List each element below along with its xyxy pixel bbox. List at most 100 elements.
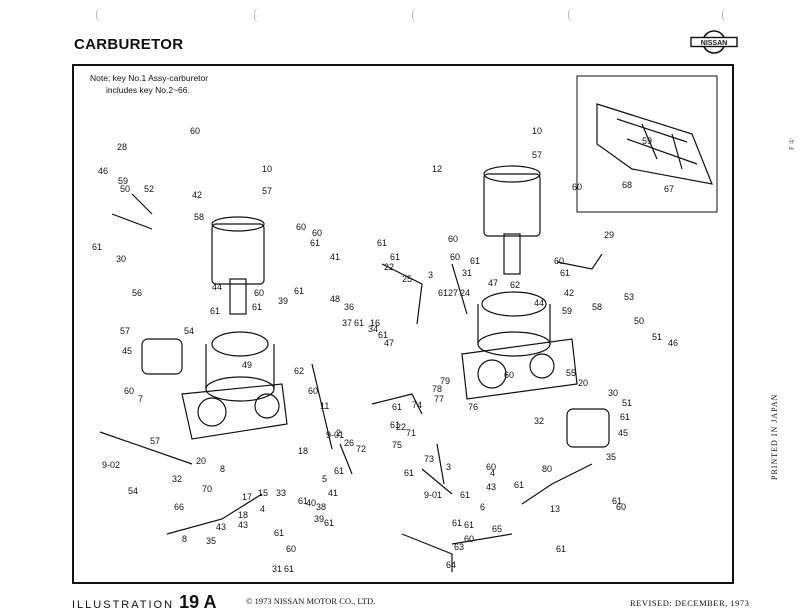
part-callout: 61 — [438, 288, 448, 298]
part-callout: 60 — [464, 534, 474, 544]
part-callout: 78 — [432, 384, 442, 394]
diagram-drawing — [99, 75, 718, 572]
part-callout: 60 — [448, 234, 458, 244]
part-callout: 27 — [448, 288, 458, 298]
part-callout: 18 — [298, 446, 308, 456]
part-callout: 61 — [378, 330, 388, 340]
part-callout: 49 — [242, 360, 252, 370]
float-chamber-right — [566, 408, 610, 448]
part-callout: 9-02 — [102, 460, 120, 470]
binder-hole — [96, 8, 107, 22]
part-callout: 29 — [604, 230, 614, 240]
illustration-label: ILLUSTRATION 19 A — [72, 592, 216, 613]
part-callout: 8 — [182, 534, 187, 544]
part-callout: 60 — [254, 288, 264, 298]
binder-hole — [722, 8, 733, 22]
part-callout: 59 — [118, 176, 128, 186]
part-callout: 30 — [608, 388, 618, 398]
part-callout: 20 — [578, 378, 588, 388]
part-callout: 80 — [542, 464, 552, 474]
part-callout: 68 — [622, 180, 632, 190]
note-line-1: Note; key No.1 Assy-carburetor — [90, 73, 209, 83]
part-callout: 43 — [486, 482, 496, 492]
part-callout: 60 — [308, 386, 318, 396]
part-callout: 17 — [242, 492, 252, 502]
binder-hole — [568, 8, 579, 22]
part-callout: 61 — [354, 318, 364, 328]
part-callout: 24 — [460, 288, 470, 298]
part-callout: 59 — [642, 136, 652, 146]
part-callout: 35 — [206, 536, 216, 546]
side-mark: F ① — [788, 138, 796, 150]
part-callout: 44 — [534, 298, 544, 308]
part-callout: 38 — [316, 502, 326, 512]
part-callout: 61 — [390, 420, 400, 430]
part-callout: 7 — [138, 394, 143, 404]
part-callout: 25 — [402, 274, 412, 284]
part-callout: 65 — [492, 524, 502, 534]
part-callout: 46 — [668, 338, 678, 348]
part-callout: 60 — [296, 222, 306, 232]
part-callout: 73 — [424, 454, 434, 464]
part-callout: 43 — [216, 522, 226, 532]
part-callout: 58 — [194, 212, 204, 222]
part-callout: 39 — [314, 514, 324, 524]
part-callout: 15 — [258, 488, 268, 498]
part-callout: 60 — [312, 228, 322, 238]
part-callout: 10 — [532, 126, 542, 136]
carb-body-right — [461, 338, 578, 400]
part-callout: 61 — [514, 480, 524, 490]
inset-box — [576, 75, 718, 213]
part-callout: 61 — [324, 518, 334, 528]
part-callout: 30 — [116, 254, 126, 264]
part-callout: 57 — [150, 436, 160, 446]
part-callout: 10 — [262, 164, 272, 174]
part-callout: 8 — [220, 464, 225, 474]
part-callout: 66 — [174, 502, 184, 512]
part-callout: 6 — [480, 502, 485, 512]
part-callout: 54 — [184, 326, 194, 336]
carb-body-left — [181, 383, 288, 440]
part-callout: 76 — [468, 402, 478, 412]
part-callout: 22 — [396, 422, 406, 432]
part-callout: 62 — [294, 366, 304, 376]
part-callout: 61 — [452, 518, 462, 528]
part-callout: 61 — [334, 466, 344, 476]
assembly-note: Note; key No.1 Assy-carburetor includes … — [90, 72, 208, 96]
nissan-logo: NISSAN — [690, 30, 738, 54]
part-callout: 51 — [652, 332, 662, 342]
part-callout: 61 — [460, 490, 470, 500]
part-callout: 61 — [92, 242, 102, 252]
part-callout: 72 — [356, 444, 366, 454]
part-callout: 60 — [124, 386, 134, 396]
part-callout: 57 — [262, 186, 272, 196]
part-callout: 62 — [510, 280, 520, 290]
part-callout: 32 — [534, 416, 544, 426]
part-callout: 79 — [440, 376, 450, 386]
part-callout: 61 — [392, 402, 402, 412]
part-callout: 60 — [450, 252, 460, 262]
part-callout: 47 — [488, 278, 498, 288]
illustration-number: 19 A — [179, 592, 217, 612]
part-callout: 5 — [322, 474, 327, 484]
part-callout: 28 — [117, 142, 127, 152]
part-callout: 58 — [592, 302, 602, 312]
part-callout: 18 — [238, 510, 248, 520]
part-callout: 43 — [238, 520, 248, 530]
part-callout: 9-01 — [424, 490, 442, 500]
illustration-word: ILLUSTRATION — [72, 599, 175, 611]
part-callout: 45 — [122, 346, 132, 356]
part-callout: 39 — [278, 296, 288, 306]
part-callout: 52 — [144, 184, 154, 194]
part-callout: 2 — [336, 428, 341, 438]
part-callout: 61 — [274, 528, 284, 538]
part-callout: 61 — [252, 302, 262, 312]
part-callout: 74 — [412, 400, 422, 410]
linkage-rod — [99, 431, 193, 465]
suction-piston-right — [481, 291, 547, 317]
brand-text: NISSAN — [701, 40, 727, 47]
part-callout: 31 — [462, 268, 472, 278]
